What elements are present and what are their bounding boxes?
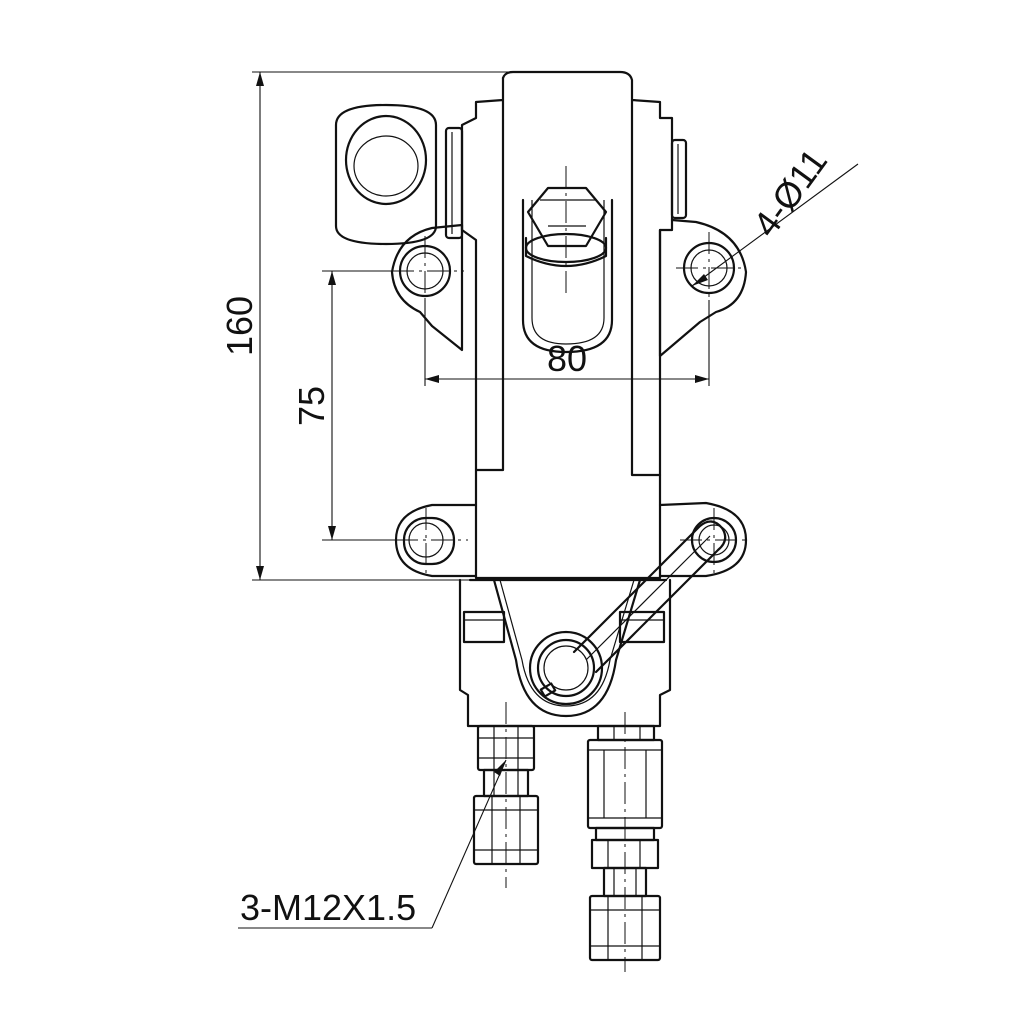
operating-lever	[528, 520, 727, 706]
left-port-fitting	[472, 702, 540, 888]
dimension-160: 160	[219, 71, 510, 581]
callout-ports-label: 3-M12X1.5	[240, 887, 416, 928]
valve-block	[458, 578, 672, 728]
dimension-75: 75	[291, 270, 400, 541]
upper-left-flange	[390, 223, 464, 352]
callout-holes: 4-Ø11	[691, 141, 859, 287]
dimension-160-label: 160	[219, 296, 260, 356]
right-port-fitting	[586, 712, 664, 972]
reservoir-cup	[334, 103, 438, 246]
callout-ports: 3-M12X1.5	[238, 759, 507, 929]
lower-right-flange	[658, 501, 750, 578]
right-side-boss	[670, 138, 688, 220]
dimension-75-label: 75	[291, 386, 332, 426]
upper-right-flange	[658, 218, 748, 358]
dimension-80-label: 80	[547, 338, 587, 379]
callout-holes-label: 4-Ø11	[745, 141, 835, 244]
upper-housing	[460, 70, 674, 582]
dimension-80: 80	[424, 300, 710, 386]
left-side-boss	[444, 126, 464, 240]
lower-left-flange	[394, 503, 478, 578]
